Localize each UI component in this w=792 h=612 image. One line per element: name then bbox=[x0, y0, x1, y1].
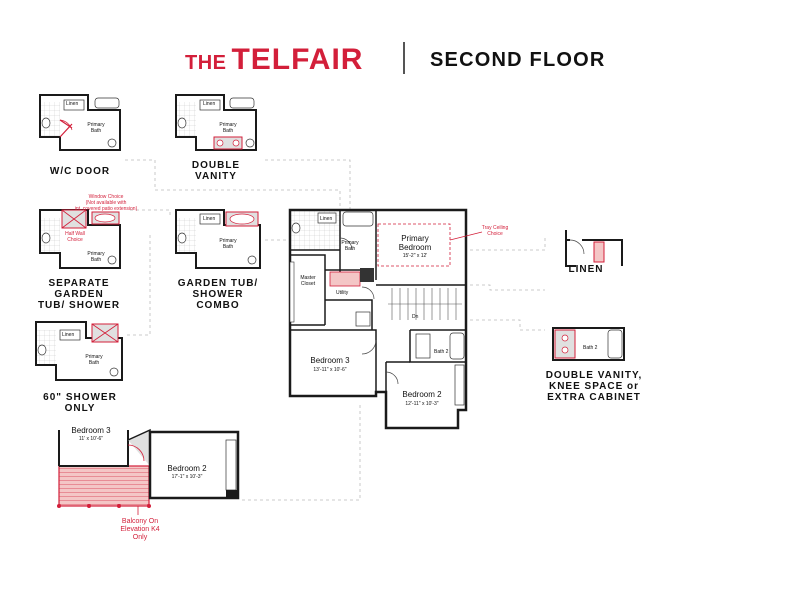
room-bath2-opt: Bath 2 bbox=[583, 345, 598, 351]
note-half-wall: Half Wall Choice bbox=[65, 231, 85, 243]
label-60-shower: 60" SHOWER ONLY bbox=[43, 392, 117, 414]
option-double-vanity-plan bbox=[175, 94, 257, 151]
room-bedroom2-alt: Bedroom 2 bbox=[167, 464, 207, 473]
room-primary-bedroom-dim: 15'-2" x 12' bbox=[402, 253, 428, 259]
note-window-choice: Window Choice (Not available with int. c… bbox=[74, 194, 138, 212]
label-double-vanity: DOUBLE VANITY bbox=[191, 160, 241, 182]
room-linen-4: Linen bbox=[203, 216, 216, 222]
room-primary-bath-5: Primary Bath bbox=[85, 354, 103, 366]
floor-title: SECOND FLOOR bbox=[430, 49, 606, 71]
room-linen-main: Linen bbox=[320, 216, 333, 222]
title-name: TELFAIR bbox=[231, 43, 364, 76]
plan-title: THE TELFAIR bbox=[185, 43, 363, 77]
label-dv-knee: DOUBLE VANITY, KNEE SPACE or EXTRA CABIN… bbox=[545, 370, 643, 403]
option-linen-plan bbox=[565, 230, 623, 267]
room-bedroom2-alt-dim: 17'-1" x 10'-3" bbox=[171, 474, 203, 480]
title-the: THE bbox=[185, 52, 227, 74]
room-bedroom3: Bedroom 3 bbox=[310, 356, 350, 365]
title-divider bbox=[403, 42, 405, 74]
room-bedroom2: Bedroom 2 bbox=[402, 390, 442, 399]
room-linen-2: Linen bbox=[203, 101, 216, 107]
main-floor-plan bbox=[288, 208, 468, 430]
label-linen: LINEN bbox=[568, 264, 604, 275]
option-60-shower-plan bbox=[35, 321, 123, 381]
label-garden-combo: GARDEN TUB/ SHOWER COMBO bbox=[177, 278, 259, 311]
room-primary-bath-1: Primary Bath bbox=[87, 122, 105, 134]
room-bedroom3-dim: 13'-11" x 10'-6" bbox=[313, 367, 347, 373]
header: THE TELFAIR SECOND FLOOR bbox=[0, 40, 792, 80]
note-tray-ceiling: Tray Ceiling Choice bbox=[481, 225, 509, 237]
room-master-closet: Master Closet bbox=[300, 275, 316, 287]
label-separate-garden: SEPARATE GARDEN TUB/ SHOWER bbox=[37, 278, 121, 311]
option-guide-lines bbox=[125, 159, 546, 501]
tray-ceiling-pointer bbox=[449, 231, 483, 241]
room-linen-5: Linen bbox=[62, 332, 75, 338]
room-bath2: Bath 2 bbox=[434, 349, 449, 355]
room-bedroom3-alt: Bedroom 3 bbox=[71, 426, 111, 435]
option-garden-combo-plan bbox=[175, 209, 261, 269]
room-linen-1: Linen bbox=[66, 101, 79, 107]
room-primary-bath-3: Primary Bath bbox=[87, 251, 105, 263]
note-balcony: Balcony On Elevation K4 Only bbox=[120, 518, 160, 541]
room-primary-bath-4: Primary Bath bbox=[219, 238, 237, 250]
option-dv-knee-plan bbox=[552, 327, 625, 361]
room-primary-bath-main: Primary Bath bbox=[341, 240, 359, 252]
option-wc-door-plan bbox=[39, 94, 121, 151]
room-primary-bedroom: Primary Bedroom bbox=[398, 234, 432, 252]
room-bedroom3-alt-dim: 11' x 10'-6" bbox=[78, 436, 104, 442]
room-bedroom2-dim: 12'-11" x 10'-3" bbox=[405, 401, 439, 407]
option-balcony-plan bbox=[57, 428, 240, 515]
room-primary-bath-2: Primary Bath bbox=[219, 122, 237, 134]
label-wc-door: W/C DOOR bbox=[49, 166, 111, 177]
room-dn: Dn bbox=[412, 314, 419, 320]
room-utility: Utility bbox=[336, 290, 349, 296]
option-separate-garden-plan bbox=[39, 209, 121, 269]
